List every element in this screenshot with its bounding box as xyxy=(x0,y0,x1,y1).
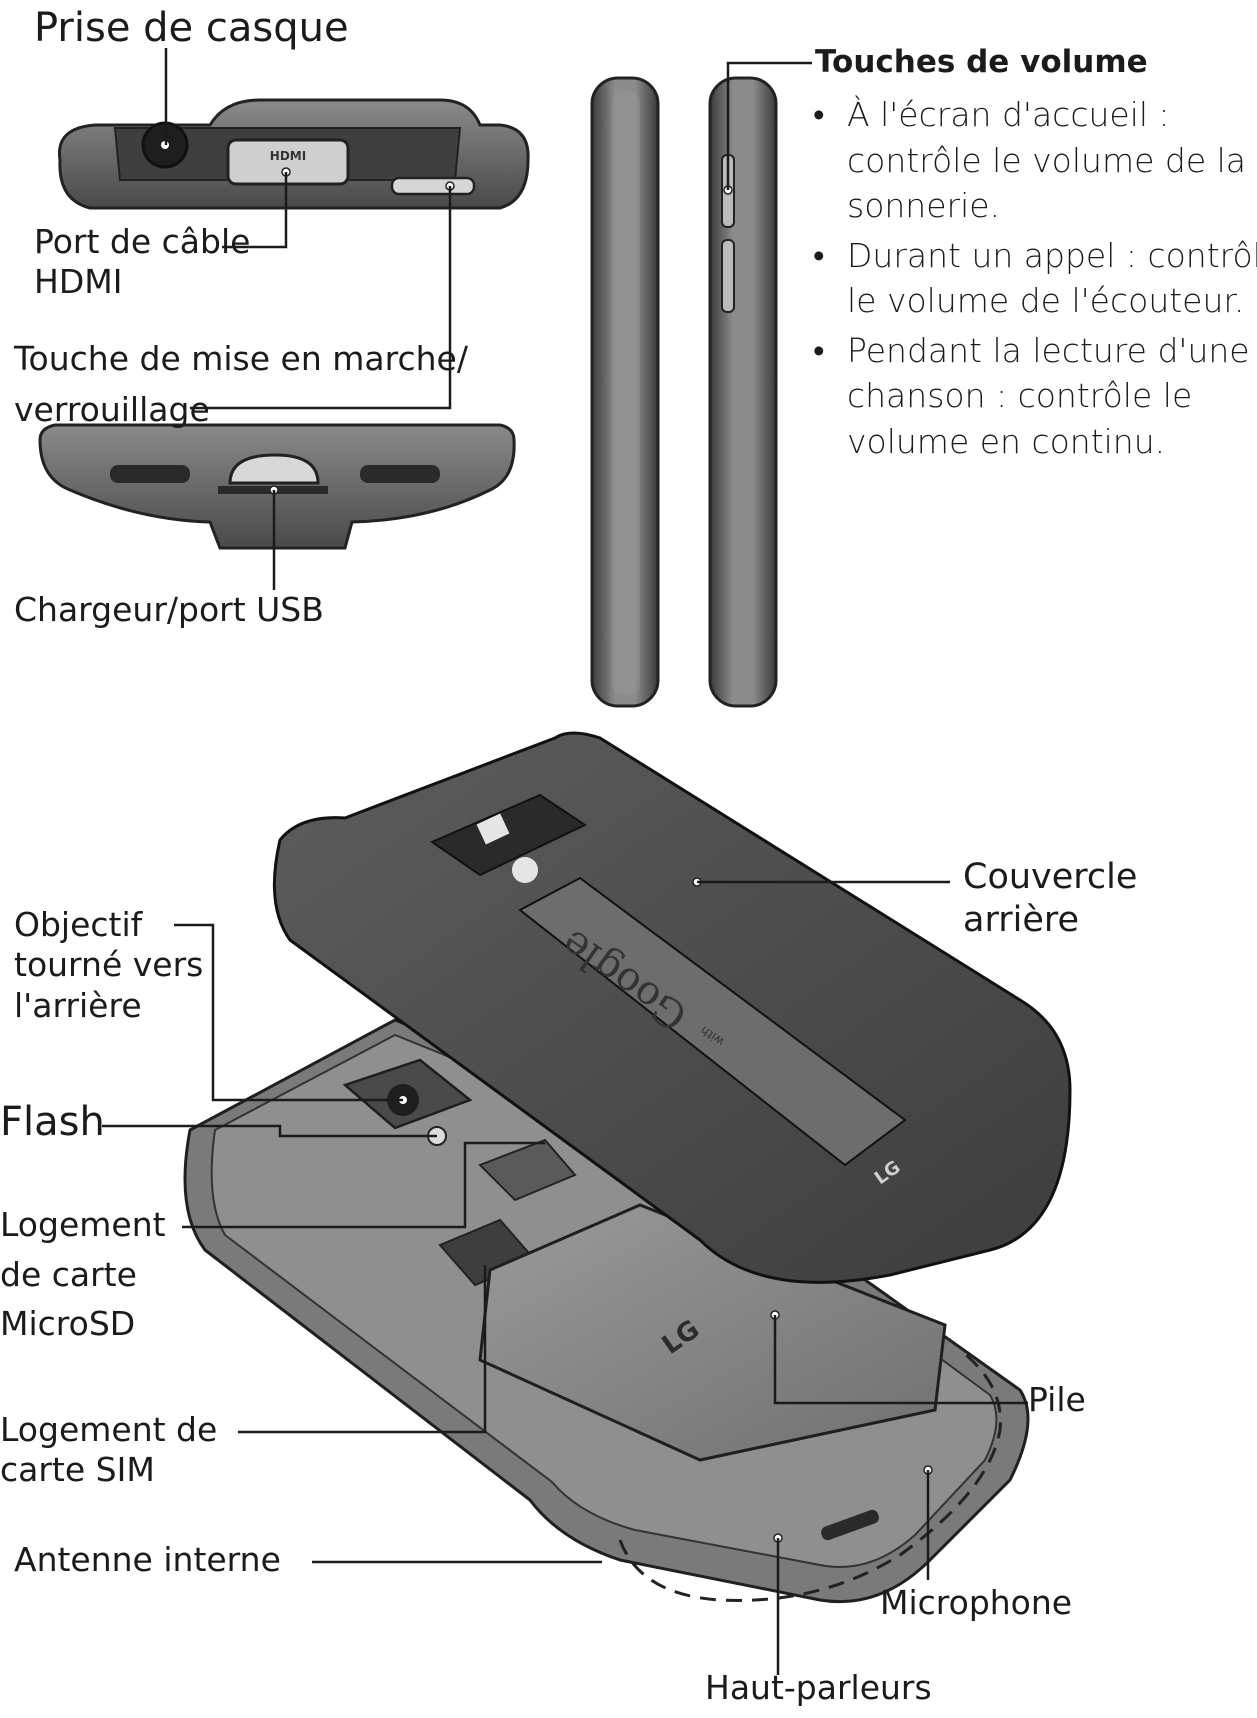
label-sim-line2: carte SIM xyxy=(0,1450,155,1490)
volume-note-item: À l'écran d'accueil : contrôle le volume… xyxy=(805,92,1257,229)
label-battery: Pile xyxy=(1028,1380,1086,1419)
microsd-slot-icon xyxy=(478,1138,577,1202)
volume-note-item: Durant un appel : contrôle le volume de … xyxy=(805,233,1257,324)
volume-note-item: Pendant la lecture d'une chanson : contr… xyxy=(805,328,1257,465)
label-rear-lens-line1: Objectif xyxy=(14,905,143,944)
label-microsd-line3: MicroSD xyxy=(0,1304,136,1343)
cover-label-strip xyxy=(518,876,907,1167)
label-sim-line1: Logement de xyxy=(0,1410,218,1449)
label-hdmi-port-line2: HDMI xyxy=(34,262,123,302)
label-headphone-jack: Prise de casque xyxy=(34,5,349,51)
battery-icon xyxy=(478,1203,947,1462)
phone-body-open: LG xyxy=(183,1018,1030,1604)
label-rear-lens-line2: tourné vers xyxy=(14,945,204,985)
label-hdmi-port: Port de câble HDMI xyxy=(34,222,250,303)
label-power-lock-line1: Touche de mise en marche/ xyxy=(14,339,468,378)
label-rear-lens-line3: l'arrière xyxy=(14,985,142,1025)
phone-top-edge: HDMI xyxy=(57,98,530,210)
volume-keys-title: Touches de volume xyxy=(815,44,1148,80)
label-flash: Flash xyxy=(0,1099,105,1145)
label-power-lock: Touche de mise en marche/ verrouillage xyxy=(14,333,468,435)
phone-side-view-left xyxy=(590,76,660,708)
label-microphone: Microphone xyxy=(880,1583,1073,1622)
label-rear-cover-line2: arrière xyxy=(963,899,1080,940)
hdmi-mark: HDMI xyxy=(270,149,306,163)
label-microsd-line2: de carte xyxy=(0,1254,137,1294)
label-rear-lens: Objectif tourné vers l'arrière xyxy=(14,905,203,1026)
label-speakers: Haut-parleurs xyxy=(705,1668,932,1707)
volume-keys-list: À l'écran d'accueil : contrôle le volume… xyxy=(805,92,1257,468)
back-cover: Google with LG xyxy=(272,731,1072,1284)
label-power-lock-line2: verrouillage xyxy=(14,390,210,430)
label-charger-usb: Chargeur/port USB xyxy=(14,590,324,629)
label-sim-slot: Logement de carte SIM xyxy=(0,1410,217,1491)
label-rear-cover-line1: Couvercle xyxy=(963,857,1138,897)
power-key-icon xyxy=(390,176,476,196)
label-hdmi-port-line1: Port de câble xyxy=(34,222,251,261)
label-internal-antenna: Antenne interne xyxy=(14,1540,281,1579)
phone-side-view-right xyxy=(708,76,778,708)
leader-lines xyxy=(102,48,1028,1675)
hdmi-port-icon xyxy=(226,138,350,186)
label-rear-cover: Couvercle arrière xyxy=(963,856,1137,941)
internal-antenna-outline xyxy=(618,1348,1002,1602)
label-microsd-line1: Logement xyxy=(0,1205,166,1244)
usb-port-icon xyxy=(228,453,320,485)
camera-window xyxy=(429,793,588,877)
label-microsd-slot: Logement de carte MicroSD xyxy=(0,1200,166,1349)
phone-bottom-edge xyxy=(38,423,516,550)
